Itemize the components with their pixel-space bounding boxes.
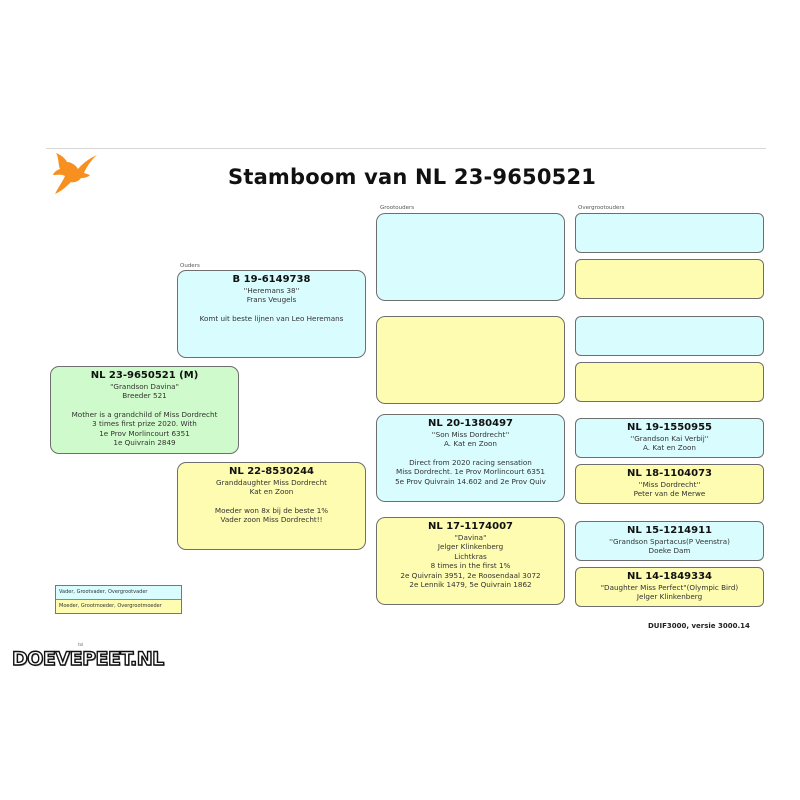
info-line: Jelger Klinkenberg	[636, 592, 703, 602]
legend-female: Moeder, Grootmoeder, Overgrootmoeder	[56, 600, 181, 613]
ring-number: NL 19-1550955	[627, 422, 712, 433]
info-line: 2e Lennik 1479, 5e Quivrain 1862	[409, 580, 532, 590]
great-grandparent-card-6[interactable]: NL 18-1104073 ''Miss Dordrecht'' Peter v…	[575, 464, 764, 504]
info-line: Lichtkras	[454, 551, 487, 561]
info-line: Jelger Klinkenberg	[437, 542, 504, 552]
note-line: Moeder won 8x bij de beste 1%	[214, 505, 329, 515]
subject-pigeon-card[interactable]: NL 23-9650521 (M) "Grandson Davina" Bree…	[50, 366, 239, 454]
info-line: 8 times in the first 1%	[430, 561, 511, 571]
info-line: Frans Veugels	[246, 295, 297, 305]
label-ouders: Ouders	[180, 263, 200, 269]
label-grootouders: Grootouders	[380, 205, 415, 211]
great-grandparent-card-8[interactable]: NL 14-1849334 "Daughter Miss Perfect"(Ol…	[575, 567, 764, 607]
mother-card[interactable]: NL 22-8530244 Granddaughter Miss Dordrec…	[177, 462, 366, 550]
great-grandparent-card-4[interactable]	[575, 362, 764, 402]
note-line: Mother is a grandchild of Miss Dordrecht	[71, 409, 218, 419]
info-line: "Davina"	[454, 533, 487, 542]
page-title: Stamboom van NL 23-9650521	[228, 165, 597, 189]
ring-number: NL 20-1380497	[428, 418, 513, 429]
great-grandparent-card-3[interactable]	[575, 316, 764, 356]
legend-male: Vader, Grootvader, Overgrootvader	[56, 586, 181, 600]
info-line: A. Kat en Zoon	[444, 439, 497, 449]
info-line: ''Heremans 38''	[243, 286, 300, 295]
ring-number: NL 23-9650521 (M)	[90, 370, 199, 381]
info-line: Breeder 521	[122, 391, 167, 401]
info-line: A. Kat en Zoon	[643, 443, 696, 453]
note-line: 1e Quivrain 2849	[113, 438, 176, 448]
info-line: ''Grandson Spartacus(P Veenstra)	[609, 537, 730, 546]
great-grandparent-card-2[interactable]	[575, 259, 764, 299]
info-line: Peter van de Merwe	[633, 489, 706, 499]
info-line: ''Miss Dordrecht''	[638, 480, 701, 489]
great-grandparent-card-1[interactable]	[575, 213, 764, 253]
note-line: 3 times first prize 2020. With	[92, 419, 197, 429]
ring-number: NL 14-1849334	[627, 571, 712, 582]
info-line: Granddaughter Miss Dordrecht	[215, 478, 327, 487]
info-line: 2e Quivrain 3951, 2e Roosendaal 3072	[400, 570, 541, 580]
software-version: DUIF3000, versie 3000.14	[648, 622, 750, 630]
note-line: 1e Prov Morlincourt 6351	[99, 428, 190, 438]
grandmother-maternal-card[interactable]: NL 17-1174007 "Davina" Jelger Klinkenber…	[376, 517, 565, 605]
note-line: Miss Dordrecht. 1e Prov Morlincourt 6351	[396, 467, 545, 477]
grandfather-maternal-card[interactable]: NL 20-1380497 ''Son Miss Dordrecht'' A. …	[376, 414, 565, 502]
info-line: ''Son Miss Dordrecht''	[431, 430, 510, 439]
grandfather-paternal-card[interactable]	[376, 213, 565, 301]
ring-number: NL 18-1104073	[627, 468, 712, 479]
watermark: DOEVEPEET.NL	[11, 647, 165, 670]
orange-dove-icon	[53, 153, 97, 194]
note-line: Komt uit beste lijnen van Leo Heremans	[199, 313, 344, 323]
great-grandparent-card-5[interactable]: NL 19-1550955 ''Grandson Kai Verbij'' A.…	[575, 418, 764, 458]
note-line: 5e Prov Quivrain 14.602 and 2e Prov Quiv	[395, 476, 546, 486]
ring-number: B 19-6149738	[232, 274, 311, 285]
header-divider	[46, 148, 766, 149]
note-line: Vader zoon Miss Dordrecht!!	[220, 515, 323, 525]
ring-number: NL 22-8530244	[229, 466, 314, 477]
note-line: Direct from 2020 racing sensation	[409, 457, 532, 467]
info-line: Doeke Dam	[648, 546, 691, 556]
info-line: "Grandson Davina"	[110, 382, 179, 391]
father-card[interactable]: B 19-6149738 ''Heremans 38'' Frans Veuge…	[177, 270, 366, 358]
grandmother-paternal-card[interactable]	[376, 316, 565, 404]
info-line: Kat en Zoon	[249, 487, 294, 497]
ring-number: NL 17-1174007	[428, 521, 513, 532]
label-overgrootouders: Overgrootouders	[578, 205, 625, 211]
info-line: ''Grandson Kai Verbij''	[630, 434, 709, 443]
ring-number: NL 15-1214911	[627, 525, 712, 536]
watermark-small-text: tol	[78, 642, 84, 647]
info-line: "Daughter Miss Perfect"(Olympic Bird)	[600, 583, 739, 592]
color-legend: Vader, Grootvader, Overgrootvader Moeder…	[55, 585, 182, 614]
great-grandparent-card-7[interactable]: NL 15-1214911 ''Grandson Spartacus(P Vee…	[575, 521, 764, 561]
